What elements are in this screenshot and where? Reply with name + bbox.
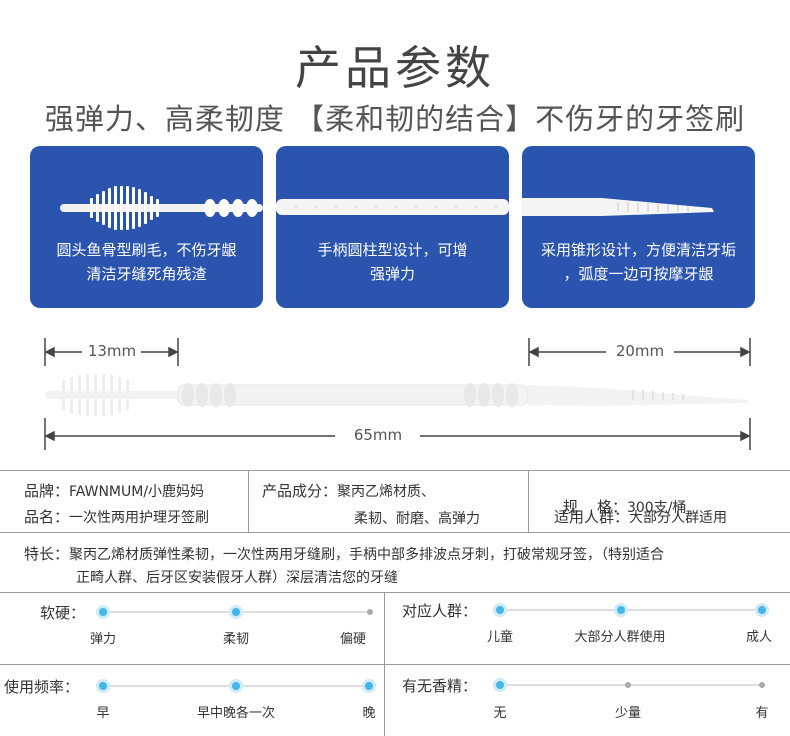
card-caption-line2: 清洁牙缝死角残渣 (86, 265, 207, 283)
spec-brand-label: 品牌： (24, 482, 70, 500)
rating-option: 柔韧 (222, 632, 249, 647)
spec-spec-label: 规 格： (562, 498, 627, 516)
dimension-head-label: 13mm (87, 342, 137, 360)
rating-dot-active (232, 682, 240, 690)
table-divider (0, 470, 790, 471)
spec-name-value: 一次性两用护理牙签刷 (69, 510, 210, 526)
rating-scale-lines (96, 603, 769, 693)
dimension-tip-label: 20mm (615, 342, 665, 360)
rating-dot-inactive (759, 682, 765, 688)
handle-illustration (276, 199, 509, 215)
rating-option: 成人 (745, 630, 772, 645)
rating-dot-inactive (625, 682, 631, 688)
spec-material-label: 产品成分： (262, 482, 338, 500)
feature-card-tip: 采用锥形设计，方便清洁牙垢 ，弧度一边可按摩牙龈 (522, 146, 755, 308)
rating-dot-active (496, 606, 504, 614)
rating-audience-label: 对应人群： (402, 602, 478, 620)
rating-option: 少量 (614, 706, 641, 721)
spec-spec: 规 格：300支/桶 (554, 480, 687, 517)
rating-dot-active (99, 608, 107, 616)
spec-audience-value: 大部分人群适用 (629, 510, 728, 526)
spec-brand-value: FAWNMUM/小鹿妈妈 (69, 484, 205, 500)
rating-hardness-label: 软硬： (40, 604, 86, 622)
spec-audience-label: 适用人群： (554, 508, 630, 526)
table-divider (384, 592, 385, 736)
feature-card-head: 圆头鱼骨型刷毛，不伤牙龈 清洁牙缝死角残渣 (30, 146, 263, 308)
tapered-tip-illustration (522, 198, 714, 216)
table-divider (248, 470, 249, 532)
rating-dot-inactive (367, 609, 373, 615)
spec-material-value2: 柔韧、耐磨、高弹力 (354, 511, 480, 527)
features-line1: 聚丙乙烯材质弹性柔韧，一次性两用牙缝刷，手柄中部多排波点牙刺，打破常规牙签，（特… (69, 547, 665, 563)
rating-scales: 软硬： 对应人群： 使用频率： 有无香精： 弹力 柔韧 偏硬 儿童 大部分人群使… (0, 592, 790, 736)
spec-spec-value: 300支/桶 (626, 500, 687, 516)
rating-dot-active (99, 682, 107, 690)
features-label: 特长： (24, 545, 70, 563)
features-block: 特长：聚丙乙烯材质弹性柔韧，一次性两用牙缝刷，手柄中部多排波点牙刺，打破常规牙签… (24, 542, 784, 567)
table-divider (0, 592, 790, 593)
dimension-total-label: 65mm (353, 426, 403, 444)
rating-option: 晚 (362, 706, 376, 721)
dimension-diagram: 13mm 20mm 65mm (0, 330, 790, 460)
page-subtitle: 强弹力、高柔韧度 【柔和韧的结合】不伤牙的牙签刷 (44, 102, 746, 136)
rating-dot-active (758, 606, 766, 614)
table-divider (528, 470, 529, 532)
rating-dot-active (617, 606, 625, 614)
features-line2: 正畸人群、后牙区安装假牙人群）深层清洁您的牙缝 (76, 570, 398, 586)
spec-material-value: 聚丙乙烯材质、 (337, 484, 436, 500)
dimension-lines (44, 338, 751, 450)
rating-option: 无 (493, 706, 507, 721)
brush-head-illustration (60, 186, 263, 230)
toothpick-side-view (45, 374, 748, 416)
rating-option: 弹力 (89, 632, 116, 647)
rating-option: 大部分人群使用 (574, 630, 666, 645)
card-caption-line2: 强弹力 (369, 265, 415, 283)
rating-frequency-label: 使用频率： (4, 678, 80, 696)
rating-option: 儿童 (486, 630, 513, 645)
rating-dot-active (496, 681, 504, 689)
card-caption-line1: 采用锥形设计，方便清洁牙垢 (540, 241, 736, 259)
rating-option: 早中晚各一次 (196, 706, 275, 721)
rating-fragrance-label: 有无香精： (402, 677, 478, 695)
table-divider (0, 664, 790, 665)
spec-name: 品名：一次性两用护理牙签刷 (24, 506, 209, 527)
rating-option: 早 (96, 706, 110, 721)
card-caption-line1: 手柄圆柱型设计，可增 (317, 241, 468, 259)
spec-name-label: 品名： (24, 508, 70, 526)
feature-card-handle: 手柄圆柱型设计，可增 强弹力 (276, 146, 509, 308)
rating-dot-active (365, 682, 373, 690)
rating-option: 偏硬 (339, 632, 366, 647)
spec-brand: 品牌：FAWNMUM/小鹿妈妈 (24, 480, 204, 501)
page-title: 产品参数 (295, 41, 495, 95)
rating-option: 有 (755, 706, 769, 721)
rating-dot-active (232, 608, 240, 616)
spec-audience: 适用人群：大部分人群适用 (554, 506, 727, 527)
table-divider (0, 532, 790, 533)
card-caption-line2: ，弧度一边可按摩牙龈 (563, 265, 714, 283)
card-caption-line1: 圆头鱼骨型刷毛，不伤牙龈 (56, 241, 237, 259)
spec-material: 产品成分：聚丙乙烯材质、 (262, 480, 435, 501)
